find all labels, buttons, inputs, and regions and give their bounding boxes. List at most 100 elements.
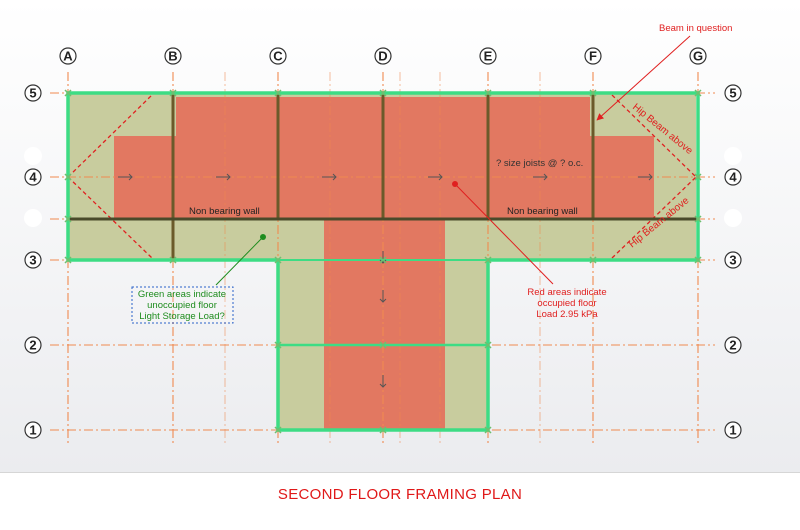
grid-bubble-f-label: F [589, 49, 597, 64]
grid-node [694, 256, 702, 264]
grid-bubble-row-2-left-label: 2 [29, 338, 36, 353]
grid-bubble-g: G [689, 47, 707, 65]
grid-bubble-row-1-left: 1 [24, 421, 42, 439]
green-note-line-3: Light Storage Load? [139, 311, 225, 322]
red-note-line-1: Red areas indicate [527, 287, 606, 298]
grid-bubble-row-4-left: 4 [24, 168, 42, 186]
grid-bubble-e-label: E [484, 49, 493, 64]
hip-beam-east-upper [611, 94, 697, 178]
grid-node [64, 256, 72, 264]
grid-bubble-e-circle [479, 47, 497, 65]
grid-node [274, 256, 282, 264]
green-note-box [131, 286, 234, 324]
grid-bubble-row-2-right-circle [724, 336, 742, 354]
grid-bubble-row-3-left: 3 [24, 251, 42, 269]
grid-bubble-row-1-left-circle [24, 421, 42, 439]
grid-bubble-row-4-left-circle [24, 168, 42, 186]
grid-bubble-c: C [269, 47, 287, 65]
grid-node [589, 89, 597, 97]
side-marker [724, 147, 742, 165]
hip-beam-west-upper [67, 94, 153, 178]
grid-bubble-row-2-left-circle [24, 336, 42, 354]
joist-mark [379, 375, 387, 388]
grid-bubble-row-5-left: 5 [24, 84, 42, 102]
green-note-line-2: unoccupied floor [147, 300, 217, 311]
green-note-line-1: Green areas indicate [138, 289, 226, 300]
grid-bubble-a: A [59, 47, 77, 65]
grid-node [64, 173, 72, 181]
grid-node [484, 426, 492, 434]
grid-bubble-b-circle [164, 47, 182, 65]
grid-bubble-row-3-right-circle [724, 251, 742, 269]
grid-node [484, 89, 492, 97]
grid-node [379, 426, 387, 434]
row-bubbles: 5 5 4 4 3 3 2 2 1 1 [24, 84, 742, 439]
beam-in-question-arrow [596, 35, 691, 121]
side-markers [24, 147, 742, 227]
grid-bubble-b: B [164, 47, 182, 65]
side-marker [24, 147, 42, 165]
joist-mark [533, 173, 548, 181]
grid-node [484, 256, 492, 264]
grid-bubble-d: D [374, 47, 392, 65]
grid-bubble-c-label: C [273, 49, 283, 64]
grid-bubble-c-circle [269, 47, 287, 65]
grid-bubble-g-circle [689, 47, 707, 65]
grid-bubble-row-4-left-label: 4 [29, 170, 37, 185]
column-bubbles: A B C D E F G [59, 47, 707, 65]
grid-bubble-row-3-left-circle [24, 251, 42, 269]
grid-bubble-a-label: A [63, 49, 73, 64]
grid-intersections [64, 89, 702, 434]
grid-node [484, 341, 492, 349]
grid-bubble-g-label: G [693, 49, 703, 64]
grid-bubble-d-label: D [378, 49, 387, 64]
grid-node [274, 426, 282, 434]
grid-node [589, 256, 597, 264]
grid-bubble-row-5-left-label: 5 [29, 86, 36, 101]
side-marker [24, 209, 42, 227]
grid-bubble-row-2-right-label: 2 [729, 338, 736, 353]
grid-bubble-row-3-left-label: 3 [29, 253, 36, 268]
joist-mark [428, 173, 443, 181]
beam-in-question-label: Beam in question [659, 23, 732, 34]
beams [68, 93, 698, 260]
side-marker [724, 209, 742, 227]
grid-bubble-row-4-right-circle [724, 168, 742, 186]
grid-node [274, 341, 282, 349]
grid-bubble-row-1-left-label: 1 [29, 423, 36, 438]
grid-bubble-e: E [479, 47, 497, 65]
grid-node [379, 341, 387, 349]
grid-bubble-row-1-right-label: 1 [729, 423, 736, 438]
joist-mark [379, 290, 387, 303]
grid-bubble-row-3-right: 3 [724, 251, 742, 269]
grid-bubble-d-circle [374, 47, 392, 65]
joists-size-note: ? size joists @ ? o.c. [496, 158, 583, 169]
grid-node [379, 256, 387, 264]
grid-bubble-row-1-right: 1 [724, 421, 742, 439]
non-bearing-wall-label-right: Non bearing wall [507, 206, 578, 217]
green-note-leader [215, 236, 264, 286]
grid-bubble-row-3-right-label: 3 [729, 253, 736, 268]
grid-node [169, 89, 177, 97]
grid-bubble-row-5-right-circle [724, 84, 742, 102]
grid-node [694, 89, 702, 97]
joist-mark [322, 173, 337, 181]
drawing-title: SECOND FLOOR FRAMING PLAN [277, 486, 523, 503]
grid-node [694, 215, 702, 223]
non-bearing-wall-label-left: Non bearing wall [189, 206, 260, 217]
grid-bubble-row-5-right: 5 [724, 84, 742, 102]
joist-mark [118, 173, 133, 181]
grid-bubble-row-2-right: 2 [724, 336, 742, 354]
grid-node [379, 89, 387, 97]
grid-bubble-row-1-right-circle [724, 421, 742, 439]
grid-node [274, 89, 282, 97]
grid-bubble-row-2-left: 2 [24, 336, 42, 354]
grid-node [169, 256, 177, 264]
red-note-line-2: occupied floor [537, 298, 596, 309]
joist-mark [638, 173, 653, 181]
red-note-line-3: Load 2.95 kPa [536, 309, 598, 320]
grid-bubble-row-5-left-circle [24, 84, 42, 102]
grid-bubble-row-5-right-label: 5 [729, 86, 736, 101]
grid-bubble-row-4-right: 4 [724, 168, 742, 186]
grid-bubble-a-circle [59, 47, 77, 65]
